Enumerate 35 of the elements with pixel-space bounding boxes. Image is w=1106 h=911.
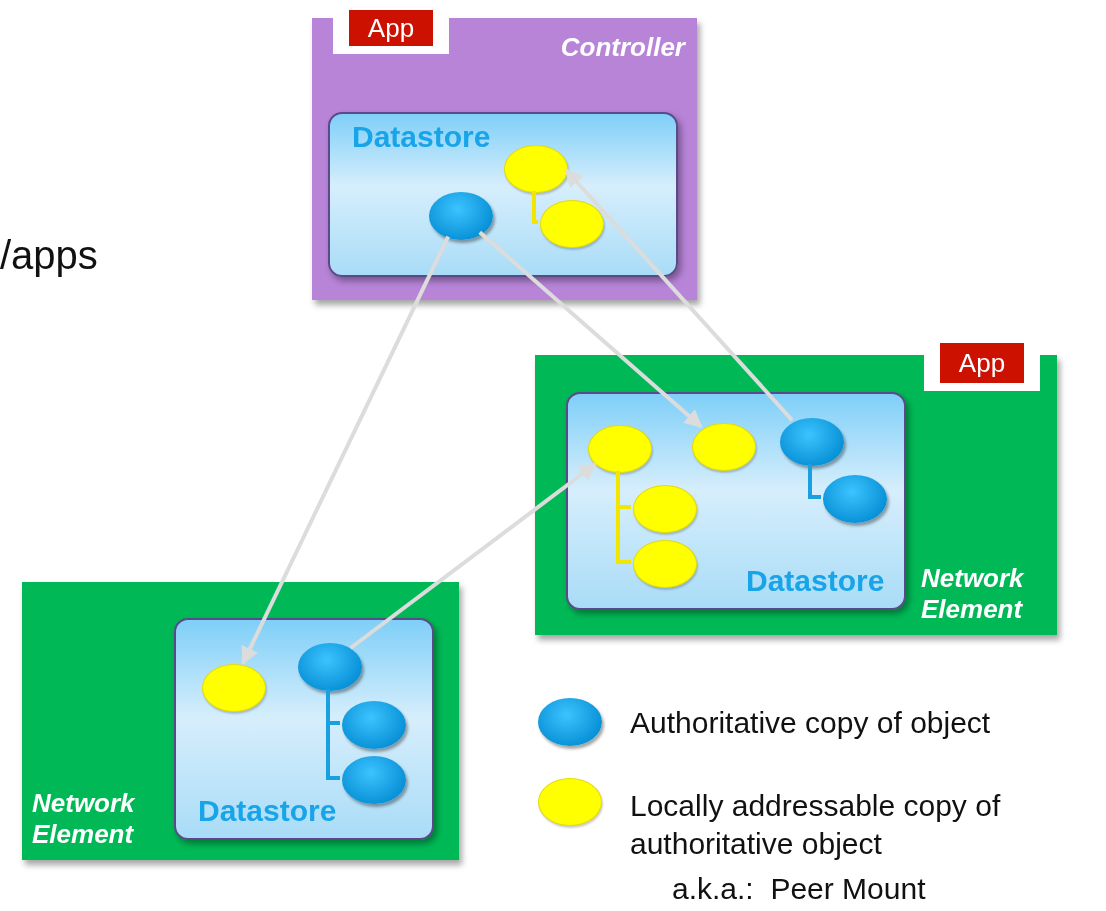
local-object-ellipse [633, 540, 697, 588]
local-object-ellipse [692, 423, 756, 471]
local-object-ellipse [202, 664, 266, 712]
authoritative-object-ellipse [429, 192, 493, 240]
arrow [564, 168, 794, 422]
tree-connector [616, 471, 631, 564]
arrow [241, 235, 450, 666]
note-text: a.k.a.: Peer Mount [672, 872, 926, 906]
datastore-box [328, 112, 678, 277]
panel-title: Controller [560, 32, 685, 63]
local-object-ellipse [633, 485, 697, 533]
local-object-ellipse [504, 145, 568, 193]
panel-title: Network Element [32, 788, 136, 850]
authoritative-object-ellipse [780, 418, 844, 466]
app-badge: App [349, 10, 433, 46]
panel-title: Network Element [921, 563, 1025, 625]
datastore-label: Datastore [746, 564, 885, 598]
datastore-box [566, 392, 906, 610]
legend-text: Authoritative copy of object [630, 705, 992, 741]
arrow [478, 230, 703, 429]
partial-text: /apps [0, 233, 98, 278]
network-element-panel [22, 582, 459, 860]
datastore-label: Datastore [352, 120, 491, 154]
tree-connector [532, 191, 538, 224]
local-object-ellipse [540, 200, 604, 248]
arrow [349, 462, 597, 650]
datastore-label: Datastore [198, 794, 337, 828]
datastore-box [174, 618, 434, 840]
local-object-ellipse [588, 425, 652, 473]
tree-connector [808, 464, 821, 499]
app-badge: App [940, 343, 1024, 383]
authoritative-object-ellipse [342, 701, 406, 749]
authoritative-object-ellipse [823, 475, 887, 523]
authoritative-object-ellipse [298, 643, 362, 691]
authoritative-object-ellipse [342, 756, 406, 804]
